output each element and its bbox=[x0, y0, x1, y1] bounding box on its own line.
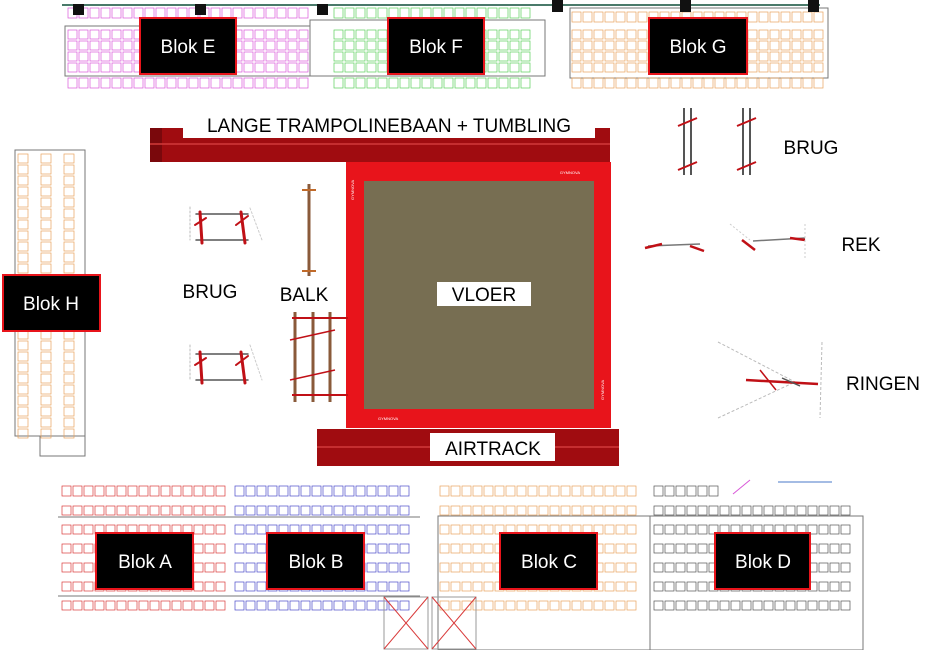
mat-brand-l: GYMNOVA bbox=[350, 180, 355, 200]
blok-e-seats-bottom bbox=[67, 77, 309, 89]
svg-text:Blok B: Blok B bbox=[289, 552, 344, 573]
ringen-label: RINGEN bbox=[846, 374, 920, 395]
rek-label: REK bbox=[841, 235, 880, 256]
svg-text:Blok F: Blok F bbox=[409, 37, 463, 58]
blok-h-frame-foot bbox=[39, 435, 86, 457]
blok-e-seats-top bbox=[67, 7, 309, 19]
svg-text:Blok E: Blok E bbox=[161, 37, 216, 58]
trampoline-label: LANGE TRAMPOLINEBAAN + TUMBLING bbox=[207, 116, 571, 137]
blok-d-frame bbox=[649, 515, 864, 650]
blok-labels: Blok E Blok F Blok G Blok H Blok A Blok … bbox=[2, 17, 811, 590]
blok-g-label[interactable]: Blok G bbox=[648, 17, 748, 75]
brug-right-apparatus bbox=[677, 108, 757, 175]
trampoline-lane bbox=[150, 112, 610, 162]
ringen-apparatus bbox=[717, 341, 823, 419]
top-wall bbox=[62, 0, 820, 15]
vloer-label: VLOER bbox=[452, 285, 516, 306]
blok-c-seats-top bbox=[439, 485, 637, 497]
blok-f-label[interactable]: Blok F bbox=[387, 17, 485, 75]
blok-a-label[interactable]: Blok A bbox=[95, 532, 194, 590]
brug-right-label: BRUG bbox=[784, 138, 839, 159]
blok-b-label[interactable]: Blok B bbox=[266, 532, 365, 590]
balk-rack bbox=[289, 312, 348, 402]
svg-text:Blok A: Blok A bbox=[118, 552, 172, 573]
balk-apparatus bbox=[302, 184, 316, 276]
blok-d-seats-top bbox=[653, 485, 719, 497]
mat-brand-r: GYMNOVA bbox=[600, 380, 605, 400]
brug-left-label: BRUG bbox=[183, 282, 238, 303]
blok-h-label[interactable]: Blok H bbox=[2, 274, 101, 332]
blok-c-label[interactable]: Blok C bbox=[499, 532, 598, 590]
svg-text:Blok D: Blok D bbox=[735, 552, 791, 573]
brug-left-apparatus bbox=[189, 206, 263, 385]
svg-text:Blok G: Blok G bbox=[669, 37, 726, 58]
blok-b-seats-top bbox=[234, 485, 410, 497]
blok-d-label[interactable]: Blok D bbox=[714, 532, 811, 590]
blok-g-seats-bottom bbox=[571, 77, 824, 89]
balk-label: BALK bbox=[280, 285, 329, 306]
svg-text:Blok C: Blok C bbox=[521, 552, 577, 573]
svg-text:Blok H: Blok H bbox=[23, 294, 79, 315]
airtrack-label: AIRTRACK bbox=[445, 439, 541, 460]
blok-f-seats-bottom bbox=[333, 77, 531, 89]
blok-e-label[interactable]: Blok E bbox=[139, 17, 237, 75]
rek-apparatus bbox=[644, 223, 806, 258]
mat-brand-bl: GYMNOVA bbox=[378, 416, 398, 421]
entrance-boxes bbox=[383, 479, 832, 650]
vloer-label-bg bbox=[437, 282, 531, 306]
blok-f-seats-top bbox=[333, 7, 531, 19]
mat-brand-tr: GYMNOVA bbox=[560, 170, 580, 175]
airtrack-mat bbox=[317, 429, 619, 466]
blok-a-seats-top bbox=[61, 485, 226, 497]
